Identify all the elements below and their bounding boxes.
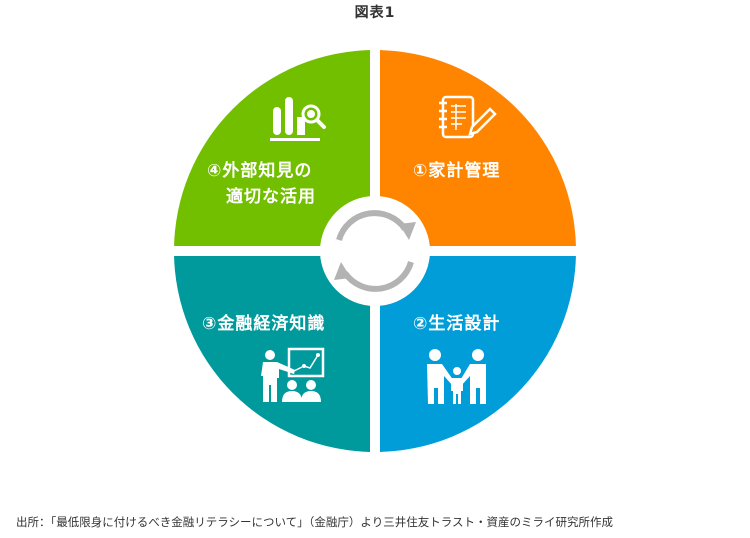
notebook-pencil-icon [439,95,497,139]
quadrant-1-label: ①家計管理 [413,161,501,181]
family-icon [427,349,486,404]
quadrant-4-label-line2: 適切な活用 [226,187,316,207]
source-note: 出所：「最低限身に付けるべき金融リテラシーについて」（金融庁）より三井住友トラス… [16,515,613,529]
figure-title: 図表1 [354,5,396,21]
presentation-teacher-icon [261,347,325,402]
quadrant-1-household-budget [380,50,576,246]
quadrant-4-label-line1: ④外部知見の [207,161,313,181]
quadrant-4-external-knowledge [174,50,370,246]
quadrant-2-label: ②生活設計 [413,314,501,334]
quadrant-3-label: ③金融経済知識 [202,314,326,334]
chart-magnifier-icon [270,97,326,141]
cycle-arrows-icon [336,210,414,292]
